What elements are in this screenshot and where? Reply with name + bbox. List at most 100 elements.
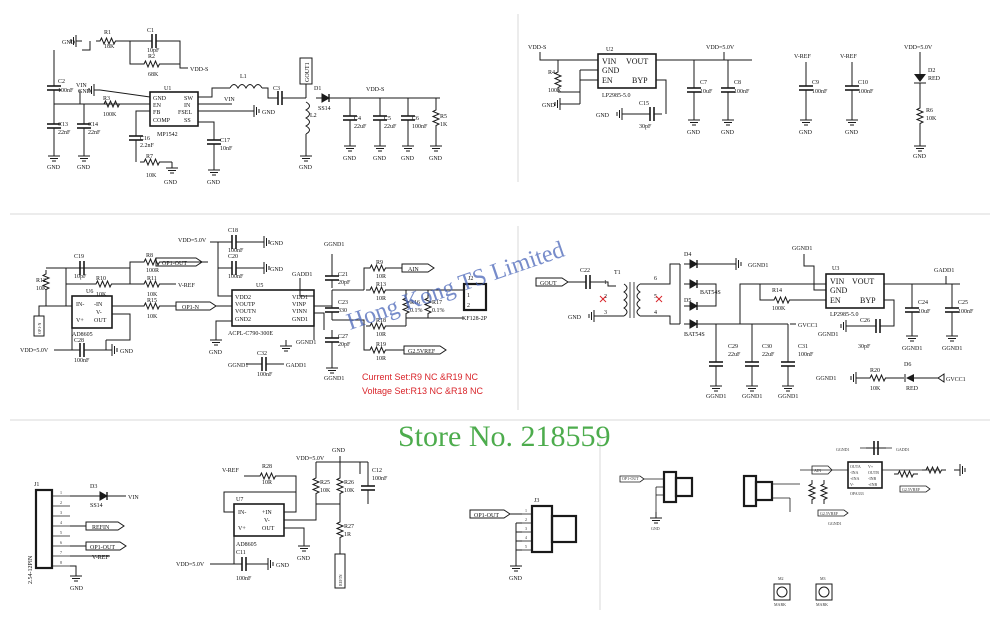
svg-text:10K: 10K (147, 292, 158, 298)
svg-text:C1: C1 (147, 28, 154, 34)
op1-out-flag (155, 257, 203, 267)
svg-text:GND: GND (78, 89, 92, 95)
svg-text:GGND1: GGND1 (836, 447, 850, 452)
svg-text:1: 1 (525, 508, 527, 513)
svg-text:C29: C29 (728, 344, 738, 350)
svg-text:3: 3 (60, 510, 62, 515)
svg-text:V+: V+ (868, 464, 874, 469)
svg-text:U3: U3 (832, 266, 839, 272)
svg-text:V-REF: V-REF (840, 54, 857, 60)
mark-m3: M3 MARK (815, 576, 833, 607)
svg-text:C11: C11 (236, 550, 246, 556)
svg-text:VOUT: VOUT (626, 57, 648, 66)
svg-text:18K: 18K (104, 44, 115, 50)
svg-text:GND: GND (299, 165, 313, 171)
svg-text:GND: GND (429, 156, 443, 162)
svg-text:GND: GND (913, 154, 927, 160)
svg-text:VDD-S: VDD-S (190, 67, 208, 73)
svg-text:30pF: 30pF (639, 124, 652, 130)
r26 (336, 473, 344, 499)
svg-text:10R: 10R (376, 356, 386, 362)
svg-text:C28: C28 (74, 338, 84, 344)
svg-text:D5: D5 (684, 298, 691, 304)
svg-text:100K: 100K (548, 88, 562, 94)
svg-text:GGND1: GGND1 (828, 521, 842, 526)
svg-text:C5: C5 (384, 116, 391, 122)
svg-text:GND: GND (401, 156, 415, 162)
svg-text:BAT54S: BAT54S (700, 290, 721, 296)
svg-text:R28: R28 (262, 464, 272, 470)
svg-text:GND: GND (164, 180, 178, 186)
svg-text:C27: C27 (338, 334, 348, 340)
svg-text:C21: C21 (338, 272, 348, 278)
l1 (229, 84, 263, 90)
svg-text:R13: R13 (376, 282, 386, 288)
svg-text:D1: D1 (314, 86, 321, 92)
svg-text:22uF: 22uF (384, 124, 397, 130)
svg-text:IN-: IN- (76, 302, 84, 308)
svg-text:D6: D6 (904, 362, 911, 368)
svg-text:30pF: 30pF (858, 344, 871, 350)
svg-text:IN-: IN- (238, 510, 246, 516)
svg-text:VIN: VIN (224, 97, 235, 103)
svg-text:R27: R27 (344, 524, 354, 530)
svg-text:EN: EN (830, 296, 841, 305)
ain-flag (401, 263, 435, 273)
r20 (865, 374, 891, 382)
svg-text:VIN: VIN (128, 495, 139, 501)
gnd-c11 (261, 557, 274, 571)
svg-text:KF128-2P: KF128-2P (462, 316, 488, 322)
u2-lp2985: U2 VIN GND EN VOUT BYP LP2985-5.0 (597, 47, 657, 99)
svg-text:OP1-N: OP1-N (37, 323, 42, 334)
small-connector-2 (742, 474, 758, 508)
svg-text:C3: C3 (273, 86, 280, 92)
svg-text:GGND1: GGND1 (792, 246, 812, 252)
c21 (324, 267, 340, 289)
svg-text:C4: C4 (354, 116, 361, 122)
svg-text:U2: U2 (606, 47, 613, 53)
svg-text:VOUTP: VOUTP (235, 302, 256, 308)
svg-text:100nF: 100nF (734, 89, 750, 95)
c23 (324, 299, 340, 321)
svg-text:OUT: OUT (94, 318, 107, 324)
c28 (71, 342, 93, 358)
d5-b (683, 319, 705, 329)
svg-text:GND: GND (373, 156, 387, 162)
svg-text:GND: GND (62, 40, 76, 46)
r2 (139, 60, 165, 68)
svg-text:10K: 10K (870, 386, 881, 392)
svg-text:100K: 100K (103, 112, 117, 118)
gnd-u7 (297, 539, 311, 552)
svg-text:7: 7 (60, 550, 62, 555)
svg-text:C17: C17 (220, 138, 230, 144)
ain-flag-small (811, 465, 833, 475)
c17 (206, 131, 222, 153)
svg-text:22uF: 22uF (354, 124, 367, 130)
svg-text:100nF: 100nF (228, 274, 244, 280)
current-set-note: Current Set:R9 NC &R19 NC (362, 372, 479, 382)
c27 (324, 329, 340, 351)
gnd-u6 (105, 343, 118, 357)
svg-text:GND: GND (602, 66, 620, 75)
svg-text:R20: R20 (870, 368, 880, 374)
svg-text:J2: J2 (468, 276, 473, 282)
svg-text:GND: GND (270, 267, 284, 273)
svg-text:C23: C23 (338, 300, 348, 306)
svg-text:R11: R11 (147, 276, 157, 282)
r25 (312, 473, 320, 499)
svg-text:V+: V+ (238, 526, 246, 532)
mark-m2: M2 MARK (773, 576, 791, 607)
svg-text:OP1-OUT: OP1-OUT (90, 545, 115, 551)
svg-text:4: 4 (654, 310, 657, 316)
d2 (914, 74, 926, 82)
svg-text:C15: C15 (639, 101, 649, 107)
gnd1-u5 (279, 339, 293, 352)
svg-text:OUTA: OUTA (850, 464, 861, 469)
svg-text:VINN: VINN (292, 309, 308, 315)
svg-text:R14: R14 (772, 288, 782, 294)
svg-text:R9: R9 (376, 260, 383, 266)
gnd1-d4 (729, 257, 742, 271)
svg-text:GND: GND (70, 586, 84, 592)
svg-text:5: 5 (654, 294, 657, 300)
svg-text:MARK: MARK (816, 602, 828, 607)
